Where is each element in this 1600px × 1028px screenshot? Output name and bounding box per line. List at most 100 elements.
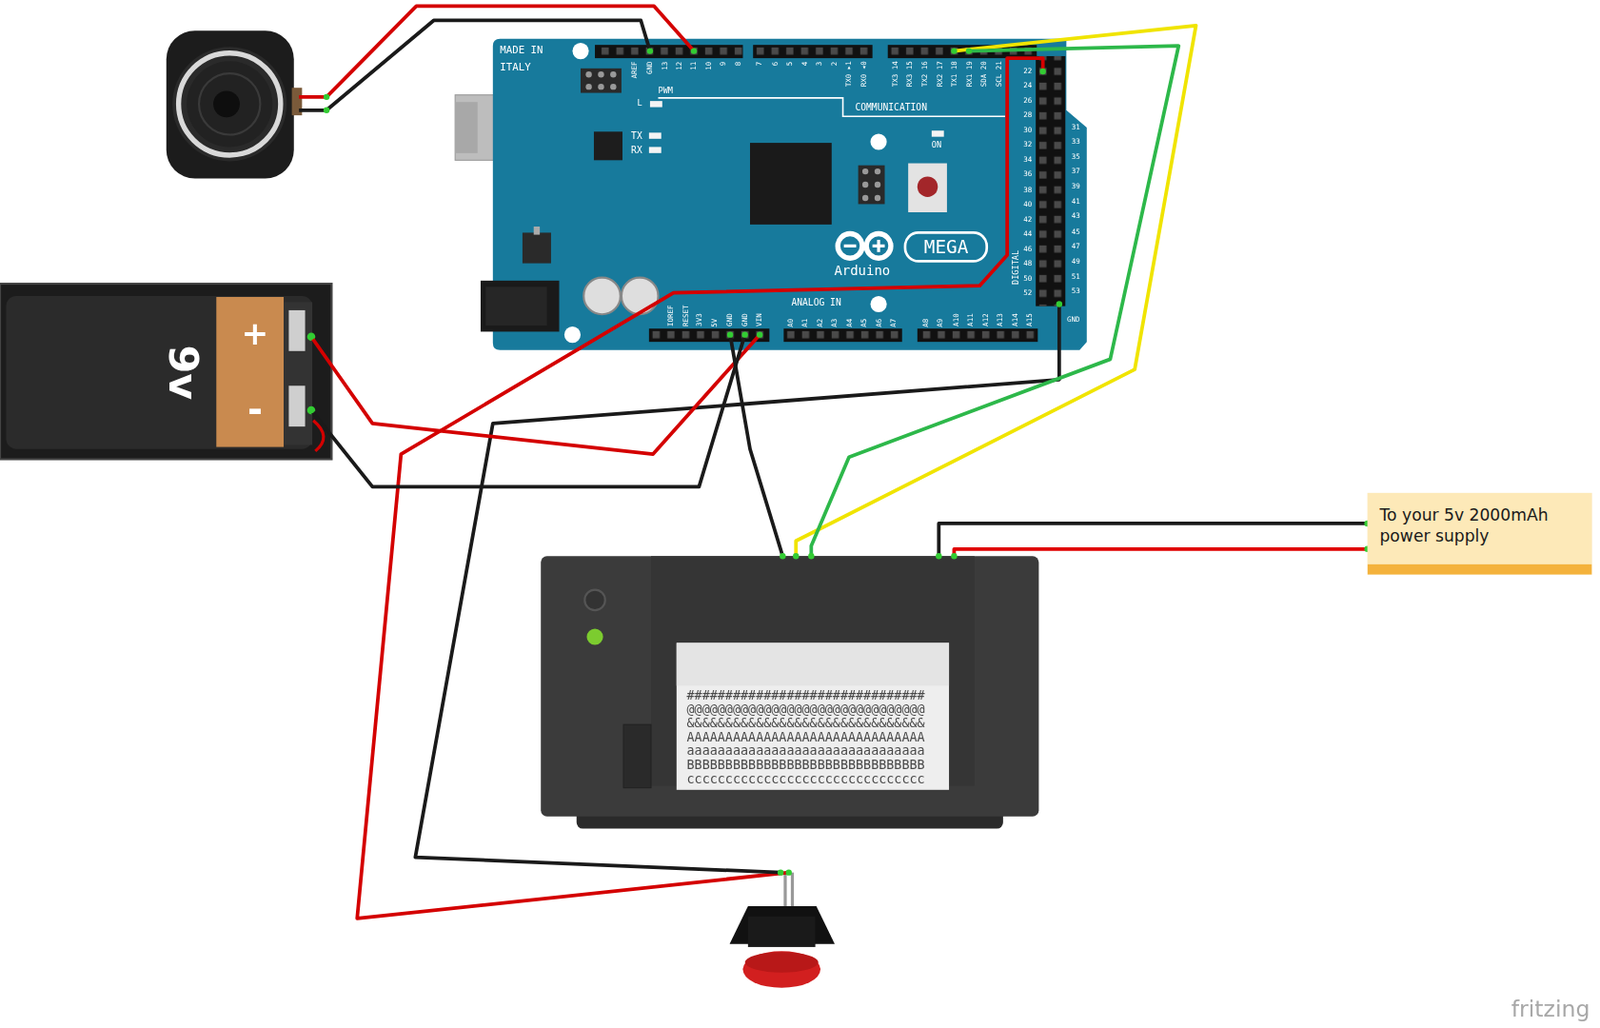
push-button — [742, 950, 820, 988]
node-text: 2 — [830, 60, 839, 66]
arduino-board — [649, 132, 662, 139]
node-text: 8 — [735, 60, 744, 66]
wire — [938, 523, 1367, 556]
node-text: A9 — [937, 317, 946, 327]
node-text: + — [241, 316, 270, 350]
battery-symbol — [288, 385, 305, 427]
arduino-board — [862, 168, 869, 175]
arduino-board — [610, 83, 616, 90]
node-text: 48 — [1023, 259, 1032, 268]
node-text: RESET — [682, 305, 691, 328]
wire-end — [792, 553, 799, 559]
speaker-symbol — [186, 60, 273, 147]
thermal-printer — [623, 724, 652, 788]
wire-end — [323, 107, 330, 114]
wire — [953, 549, 1367, 557]
node-text: GND — [741, 313, 750, 327]
wire-end — [323, 94, 330, 100]
wire-end — [950, 47, 957, 54]
node-text: 33 — [1071, 138, 1081, 147]
node-text: TX — [631, 131, 643, 141]
loose-wire — [298, 5, 1060, 918]
loose-wire — [414, 303, 1059, 872]
wire-end — [1039, 68, 1046, 75]
arduino-board — [610, 71, 616, 78]
node-text: L — [637, 99, 643, 109]
thermal-printer — [584, 590, 605, 611]
node-text: 3V3 — [696, 313, 705, 327]
arduino-board — [564, 326, 581, 343]
node-text: RX — [631, 145, 643, 156]
node-text: GND — [1066, 316, 1081, 324]
node-text: 5V — [711, 317, 720, 327]
node-text: A5 — [861, 317, 870, 327]
arduino-board — [876, 239, 880, 253]
node-text: A4 — [847, 317, 855, 327]
node-text: SCL 21 — [995, 60, 1004, 87]
node-text: &&&&&&&&&&&&&&&&&&&&&&&&&&&&&&& — [687, 717, 926, 731]
battery-9v: 9v + - — [0, 283, 332, 459]
node-text: A15 — [1026, 313, 1034, 327]
node-text: 50 — [1023, 275, 1032, 283]
node-text: 22 — [1023, 67, 1032, 76]
node-text: ON — [931, 141, 942, 151]
node-text: 53 — [1071, 287, 1081, 296]
node-text: ############################### — [687, 690, 926, 703]
arduino-board — [594, 44, 743, 59]
arduino-board — [1035, 56, 1066, 307]
battery-symbol — [0, 283, 332, 459]
node-text: A14 — [1011, 313, 1020, 327]
node-text: 28 — [1023, 112, 1032, 120]
arduino-board — [874, 195, 881, 201]
arduino-board — [454, 101, 478, 154]
wire-end — [308, 407, 315, 414]
node-text: DIGITAL — [1011, 250, 1021, 285]
arduino-board — [870, 133, 888, 150]
battery-symbol — [0, 283, 332, 459]
node-text: - — [247, 392, 263, 430]
arduino-board — [597, 71, 604, 78]
node-text: RX1 19 — [966, 60, 974, 87]
battery-symbol — [5, 296, 313, 450]
node-text: A8 — [923, 317, 931, 327]
arduino-board — [493, 39, 1087, 351]
node-text: 46 — [1023, 245, 1032, 254]
node-text: 41 — [1071, 198, 1081, 207]
node-text: 47 — [1071, 242, 1081, 251]
arduino-board — [621, 277, 659, 316]
node-text: 9v — [162, 344, 204, 400]
node-text: PWM — [658, 86, 673, 96]
wire-end — [308, 334, 315, 340]
arduino-board — [583, 277, 621, 316]
node-text: A1 — [801, 317, 810, 327]
arduino-mega-board: MADE INITALYAREFGND1312111098765432TX0 ▸… — [493, 39, 1087, 351]
arduino-board — [917, 328, 1039, 342]
note-box: To your 5v 2000mAh power supply — [1367, 493, 1593, 575]
arduino-board — [874, 181, 881, 188]
node-text: aaaaaaaaaaaaaaaaaaaaaaaaaaaaaaa — [687, 745, 926, 758]
arduino-board — [862, 195, 869, 201]
push-button — [745, 951, 819, 972]
node-text: 13 — [661, 60, 670, 70]
speaker-symbol — [166, 30, 303, 178]
wire-end — [950, 553, 957, 559]
node-text: 52 — [1023, 289, 1032, 297]
node-text: VIN — [755, 313, 764, 327]
node-text: 26 — [1023, 97, 1032, 105]
node-text: COMMUNICATION — [854, 102, 928, 113]
push-button — [790, 872, 794, 909]
wire-end — [647, 47, 653, 54]
node-text: 38 — [1023, 186, 1032, 195]
battery-symbol — [288, 310, 305, 352]
arduino-board — [908, 163, 948, 213]
node-text: 12 — [676, 60, 685, 70]
speaker-symbol — [178, 53, 281, 156]
wire — [311, 335, 760, 455]
arduino-board — [917, 328, 1039, 342]
speaker-symbol — [198, 73, 260, 135]
battery-symbol — [283, 301, 313, 445]
arduino-board — [594, 44, 743, 59]
thermal-printer — [540, 555, 1039, 816]
node-text: SDA 20 — [980, 60, 988, 87]
node-text: 31 — [1071, 123, 1081, 132]
